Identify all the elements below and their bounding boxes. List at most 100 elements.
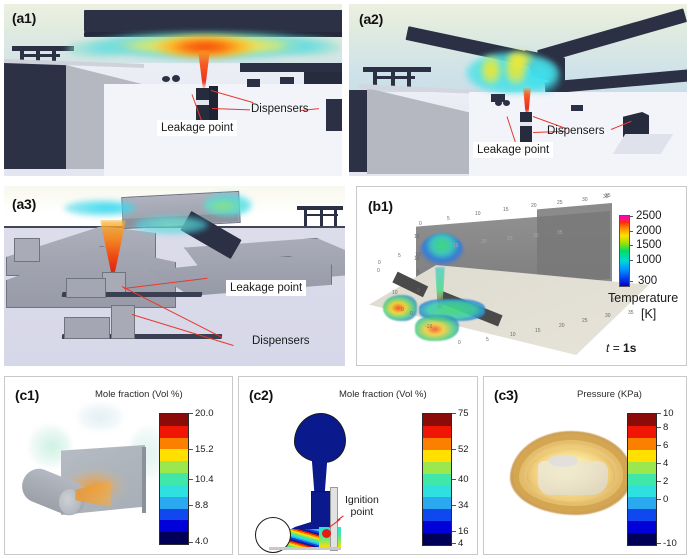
c3-tick-0 <box>657 499 661 500</box>
b1-tick-y-left-0a: 0 <box>378 260 381 266</box>
c3-colorbar-label-2: 2 <box>663 476 669 487</box>
c1-colorbar <box>159 413 189 545</box>
b1-colorbar-tick-1000 <box>629 260 633 261</box>
c3-colorbar-label-6: 6 <box>663 440 669 451</box>
b1-tick-inner-20: 20 <box>481 239 487 245</box>
b1-tick-bottom-35: 35 <box>628 310 634 316</box>
c3-cbar-band-3 <box>628 497 656 510</box>
a1-equipment-d <box>326 99 342 131</box>
c2-colorbar-label-34: 34 <box>458 500 469 511</box>
c2-cbar-band-0 <box>423 533 451 545</box>
c2-ignition-dot <box>322 529 331 538</box>
b1-tick-bottom-5: 5 <box>486 337 489 343</box>
c1-cbar-band-1 <box>160 520 188 533</box>
c3-colorbar-label-0: 0 <box>663 494 669 505</box>
c3-cbar-band-1 <box>628 521 656 534</box>
b1-colorbar-tick-300 <box>629 281 633 282</box>
c2-ignition-note: Ignition point <box>345 494 379 518</box>
a2-gas-cloud-core-1 <box>481 56 501 84</box>
c1-cloud-upper <box>77 403 123 431</box>
c2-cbar-band-1 <box>423 521 451 534</box>
a2-panel-tag: (a2) <box>359 11 384 27</box>
c2-tick-34 <box>452 505 456 506</box>
b1-colorbar-label-2000: 2000 <box>636 225 662 237</box>
b1-time-value: 1s <box>623 341 637 355</box>
a1-panel-tag: (a1) <box>12 10 37 26</box>
c1-cbar-band-8 <box>160 437 188 450</box>
c1-tick-20 <box>189 413 193 414</box>
c1-cbar-band-6 <box>160 461 188 474</box>
panel-a3: Leakage point Dispensers (a3) <box>4 186 345 366</box>
c2-ignition-note-line2: point <box>350 506 374 519</box>
b1-tick-bottom-20: 20 <box>559 323 565 329</box>
c1-cbar-band-10 <box>160 414 188 426</box>
b1-time-label: t = 1s <box>606 341 636 355</box>
a2-label-dispensers: Dispensers <box>547 125 605 137</box>
c3-colorbar-ticks: 10 8 6 4 2 0 -10 <box>657 409 686 548</box>
a1-left-wall-top <box>4 59 144 68</box>
b1-tick-top-20: 20 <box>531 203 537 209</box>
c1-panel-tag: (c1) <box>15 387 40 403</box>
a1-far-canopy-right <box>240 63 342 72</box>
a1-gas-cloud-right-tail <box>284 38 342 56</box>
c2-cbar-band-5 <box>423 473 451 486</box>
b1-colorbar-tick-1500 <box>629 245 633 246</box>
a3-far-canopy-post-3 <box>334 210 337 226</box>
c1-cbar-band-3 <box>160 496 188 509</box>
c3-tick-4 <box>657 463 661 464</box>
c2-ground-line <box>269 547 341 550</box>
c1-colorbar-label-40: 4.0 <box>195 536 209 547</box>
a1-gas-cloud-left-tail <box>66 40 128 58</box>
c3-blast-notch <box>548 455 578 467</box>
c1-cbar-band-2 <box>160 508 188 521</box>
a1-gas-cloud-core <box>152 34 258 60</box>
a1-left-canopy-beam <box>20 54 60 57</box>
b1-colorbar-label-2500: 2500 <box>636 210 662 222</box>
a3-far-canopy-post-1 <box>304 210 307 226</box>
c3-cbar-band-6 <box>628 461 656 474</box>
a3-far-canopy-beam <box>304 214 338 216</box>
c2-tick-75 <box>452 413 456 414</box>
a3-label-dispensers: Dispensers <box>252 335 310 347</box>
b1-colorbar-label-1500: 1500 <box>636 239 662 251</box>
c3-cbar-band-7 <box>628 449 656 462</box>
c2-colorbar-label-16: 16 <box>458 526 469 537</box>
c2-tick-16 <box>452 531 456 532</box>
c3-colorbar-label-10: 10 <box>663 408 674 419</box>
b1-tick-inner-35: 35 <box>557 230 563 236</box>
c3-tick-8 <box>657 427 661 428</box>
a1-left-canopy-post-3 <box>52 51 56 65</box>
b1-tick-bottom-30: 30 <box>605 313 611 319</box>
a2-equipment-round-1 <box>495 100 502 106</box>
c2-plume-neck <box>311 451 328 495</box>
a2-left-canopy-post-2 <box>391 72 395 87</box>
c2-colorbar-label-4: 4 <box>458 538 464 549</box>
c1-colorbar-title: Mole fraction (Vol %) <box>95 389 183 400</box>
b1-tick-top-5: 5 <box>447 216 450 222</box>
a2-label-leakage-point: Leakage point <box>473 142 554 159</box>
b1-tick-floor-neg10: -10 <box>425 324 433 330</box>
a2-canopy-arm-right <box>537 8 687 64</box>
panel-c2: (c2) Mole fraction (Vol %) Ignition poin… <box>238 376 478 555</box>
b1-floor-contour-bottom <box>415 315 459 341</box>
b1-tick-y-left-0b: 0 <box>377 268 380 274</box>
b1-tick-inner-15: 15 <box>453 243 459 249</box>
b1-colorbar-unit: [K] <box>641 307 657 321</box>
c3-tick-neg10 <box>657 543 661 544</box>
b1-colorbar-tick-2000 <box>629 231 633 232</box>
c3-colorbar-label-8: 8 <box>663 422 669 433</box>
a1-canopy-roof <box>84 10 342 32</box>
b1-tick-y-left-5: 5 <box>398 253 401 259</box>
c2-tick-40 <box>452 479 456 480</box>
c2-cbar-band-3 <box>423 497 451 510</box>
a1-dispenser-2 <box>209 86 218 126</box>
c3-panel-tag: (c3) <box>494 387 519 403</box>
c2-tick-52 <box>452 449 456 450</box>
b1-tick-top-25: 25 <box>557 200 563 206</box>
b1-tick-z-10: 10 <box>415 252 421 258</box>
c3-cbar-band-5 <box>628 473 656 486</box>
b1-time-symbol: t <box>606 341 610 355</box>
c3-colorbar-title: Pressure (KPa) <box>577 389 642 400</box>
b1-tick-floor-0a: 0 <box>401 307 404 313</box>
